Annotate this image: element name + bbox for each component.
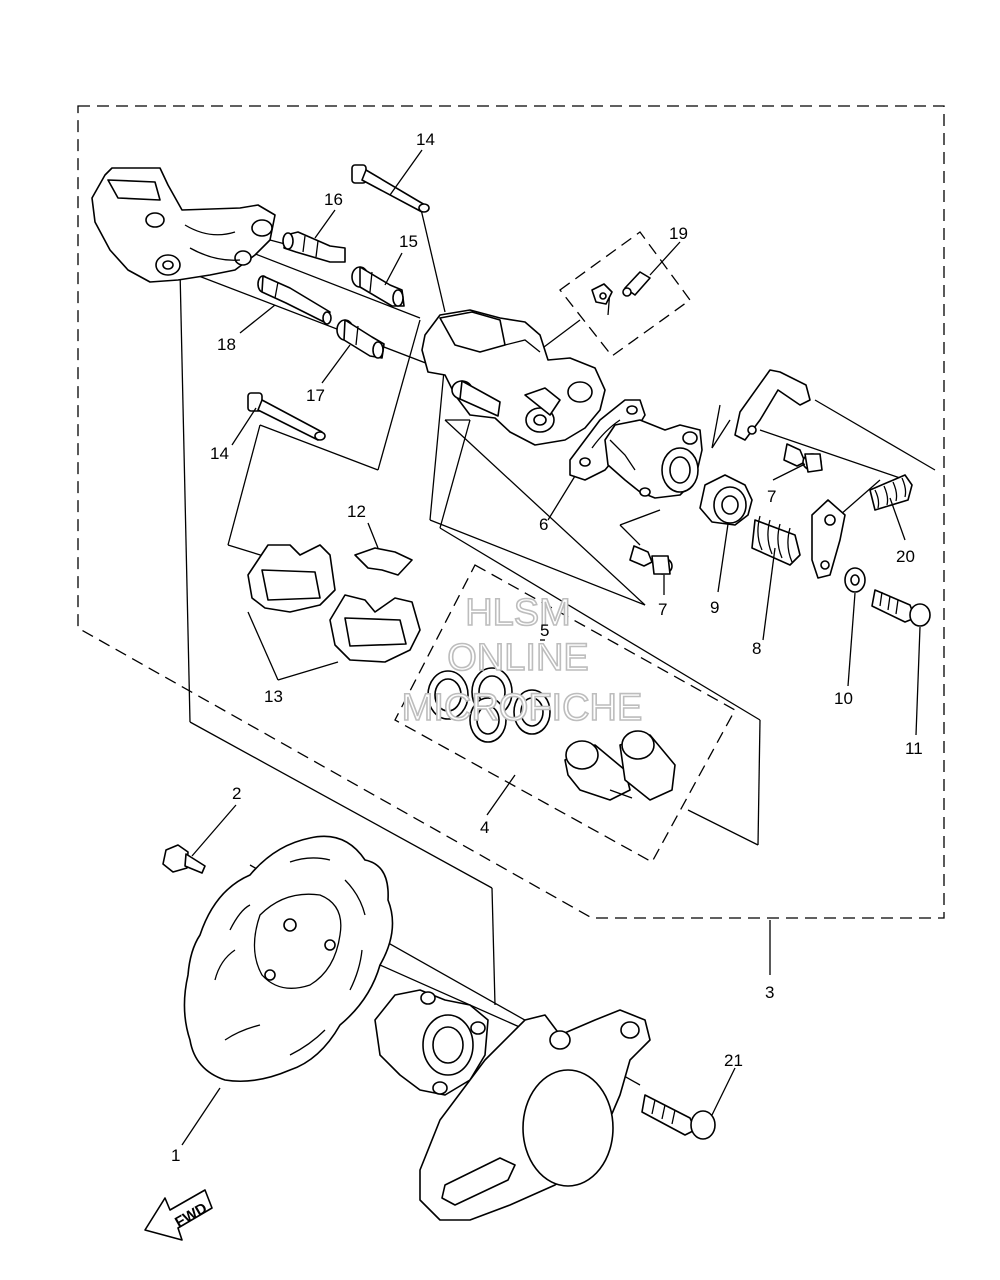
callout-18: 18 (217, 335, 236, 354)
forward-direction-badge: FWD (144, 1189, 213, 1241)
callout-17: 17 (306, 386, 325, 405)
callout-20: 20 (896, 547, 915, 566)
bolt-21 (641, 1094, 716, 1140)
callout-5: 5 (540, 621, 549, 640)
brake-pad-outer (247, 544, 336, 613)
callout-11: 11 (905, 739, 923, 758)
callout-6: 6 (539, 515, 548, 534)
pin-bolt-14-mid (247, 392, 326, 441)
callout-15: 15 (399, 232, 418, 251)
caliper-body (421, 309, 606, 446)
watermark-line-1: HLSM (465, 592, 571, 634)
caliper-bracket (91, 167, 276, 283)
callout-4: 4 (480, 818, 489, 837)
callout-1: 1 (171, 1146, 180, 1165)
callout-19: 19 (669, 224, 688, 243)
callout-7-lower: 7 (658, 600, 667, 619)
callout-labels: 1 2 3 4 5 6 7 7 8 9 10 11 12 13 14 14 15… (171, 130, 923, 1165)
pad-clip-12 (354, 547, 413, 576)
bolt-2 (162, 844, 206, 874)
boot-15 (351, 266, 405, 307)
watermark-line-3: MICROFICHE (402, 687, 643, 729)
callout-12: 12 (347, 502, 366, 521)
pin-18 (257, 275, 332, 325)
cable-bracket (734, 369, 811, 441)
master-piston-housing (604, 419, 703, 499)
brake-disc-1 (183, 835, 394, 1083)
spring-20 (869, 474, 913, 511)
watermark: HLSM ONLINE MICROFICHE (401, 591, 643, 730)
callout-14-mid: 14 (210, 444, 229, 463)
pin-bolt-14-top (351, 164, 430, 213)
callout-9: 9 (710, 598, 719, 617)
lever-plate (811, 499, 846, 579)
callout-16: 16 (324, 190, 343, 209)
callout-14-top: 14 (416, 130, 435, 149)
seal-set (427, 667, 551, 743)
callout-21: 21 (724, 1051, 743, 1070)
caliper-support-bracket (419, 1009, 651, 1221)
caliper-pistons (564, 730, 676, 801)
callout-8: 8 (752, 639, 761, 658)
brake-pad-inner (329, 594, 421, 663)
callout-10: 10 (834, 689, 853, 708)
callout-leaders (181, 149, 921, 1146)
washer-10 (844, 567, 866, 593)
caliper-assembly-boundary (77, 105, 945, 919)
watermark-line-2: ONLINE (447, 637, 588, 679)
bolt-7-upper (783, 443, 823, 473)
callout-3: 3 (765, 983, 774, 1002)
pin-16 (282, 231, 346, 263)
bolt-7-lower (629, 545, 673, 575)
boot-17 (336, 319, 385, 359)
callout-13: 13 (264, 687, 283, 706)
bleed-screw-boundary (559, 231, 691, 357)
wheel-hub-flange (374, 989, 489, 1096)
seal-kit-boundary (394, 564, 736, 863)
callout-7-upper: 7 (767, 487, 776, 506)
bolt-11 (871, 589, 931, 627)
callout-2: 2 (232, 784, 241, 803)
bleed-screw-19 (591, 271, 651, 305)
spring-8 (751, 515, 801, 566)
piston-9 (699, 474, 753, 526)
